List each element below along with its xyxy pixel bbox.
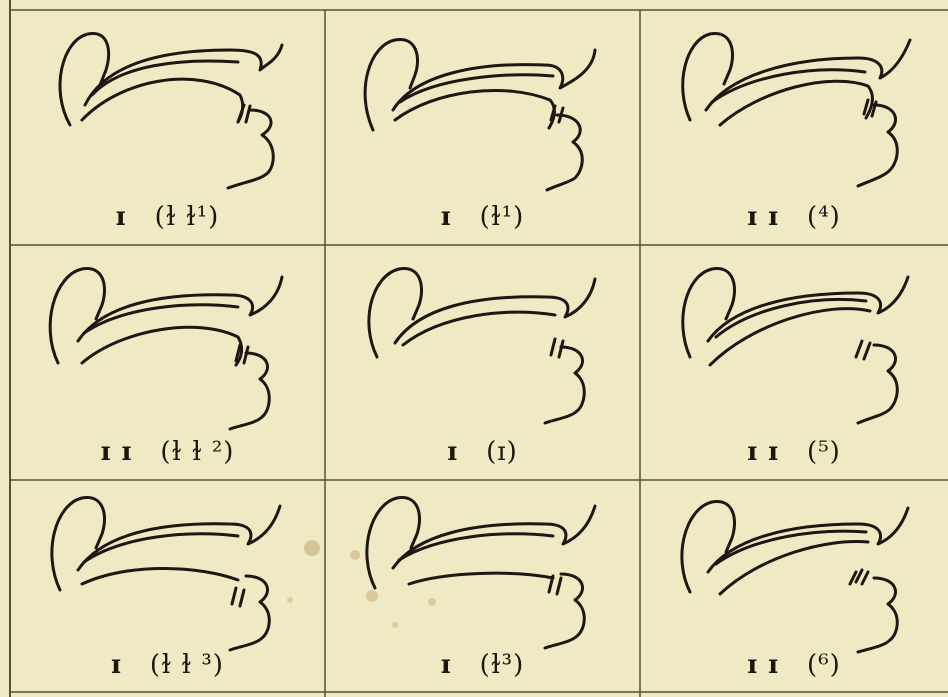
phonetic-variant: (⁵) [807,437,841,467]
mouth-profile-drawing [325,480,640,655]
cell-r2c2: ɪ (ɪ) [325,245,640,480]
phonetic-variant: (ɫ³) [480,650,525,680]
cell-caption: ɪ ɪ (⁵) [640,437,948,467]
phonetic-variant: (ɫ¹) [480,202,525,232]
phonetic-symbol: ɪ ɪ [101,437,133,467]
phonetic-symbol: ɪ [447,437,458,467]
cell-r1c1: ɪ (ɫ ɫ¹) [10,10,325,245]
cell-caption: ɪ ɪ (⁴) [640,202,948,232]
cell-caption: ɪ ɪ (ɫ ɫ ²) [10,437,325,467]
mouth-profile-drawing [10,10,325,210]
mouth-profile-drawing [640,245,948,445]
phonetic-symbol: ɪ [111,650,122,680]
phonetic-symbol: ɪ ɪ [747,437,779,467]
cell-r2c1: ɪ ɪ (ɫ ɫ ²) [10,245,325,480]
mouth-profile-drawing [10,480,325,655]
cell-r3c2: ɪ (ɫ³) [325,480,640,692]
mouth-profile-drawing [10,245,325,445]
mouth-profile-drawing [325,245,640,445]
cell-r1c3: ɪ ɪ (⁴) [640,10,948,245]
phonetic-symbol: ɪ [116,202,127,232]
phonetic-symbol: ɪ ɪ [747,202,779,232]
phonetic-symbol: ɪ [441,650,452,680]
phonetic-symbol: ɪ ɪ [747,650,779,680]
cell-caption: ɪ (ɫ ɫ¹) [10,202,325,232]
phonetic-variant: (ɫ ɫ ²) [160,437,234,467]
cell-r2c3: ɪ ɪ (⁵) [640,245,948,480]
phonetic-variant: (ɫ ɫ ³) [150,650,224,680]
cell-caption: ɪ ɪ (⁶) [640,650,948,680]
mouth-profile-drawing [325,10,640,210]
phonetic-variant: (ɪ) [486,437,518,467]
cell-r3c1: ɪ (ɫ ɫ ³) [10,480,325,692]
cell-caption: ɪ (ɫ ɫ ³) [10,650,325,680]
phonetic-symbol: ɪ [441,202,452,232]
cell-caption: ɪ (ɪ) [325,437,640,467]
phonetic-variant: (ɫ ɫ¹) [155,202,220,232]
cell-r3c3: ɪ ɪ (⁶) [640,480,948,692]
phonetic-variant: (⁶) [807,650,841,680]
cell-caption: ɪ (ɫ¹) [325,202,640,232]
mouth-profile-drawing [640,480,948,655]
cell-r1c2: ɪ (ɫ¹) [325,10,640,245]
phonetic-variant: (⁴) [807,202,841,232]
cell-caption: ɪ (ɫ³) [325,650,640,680]
mouth-profile-drawing [640,10,948,210]
